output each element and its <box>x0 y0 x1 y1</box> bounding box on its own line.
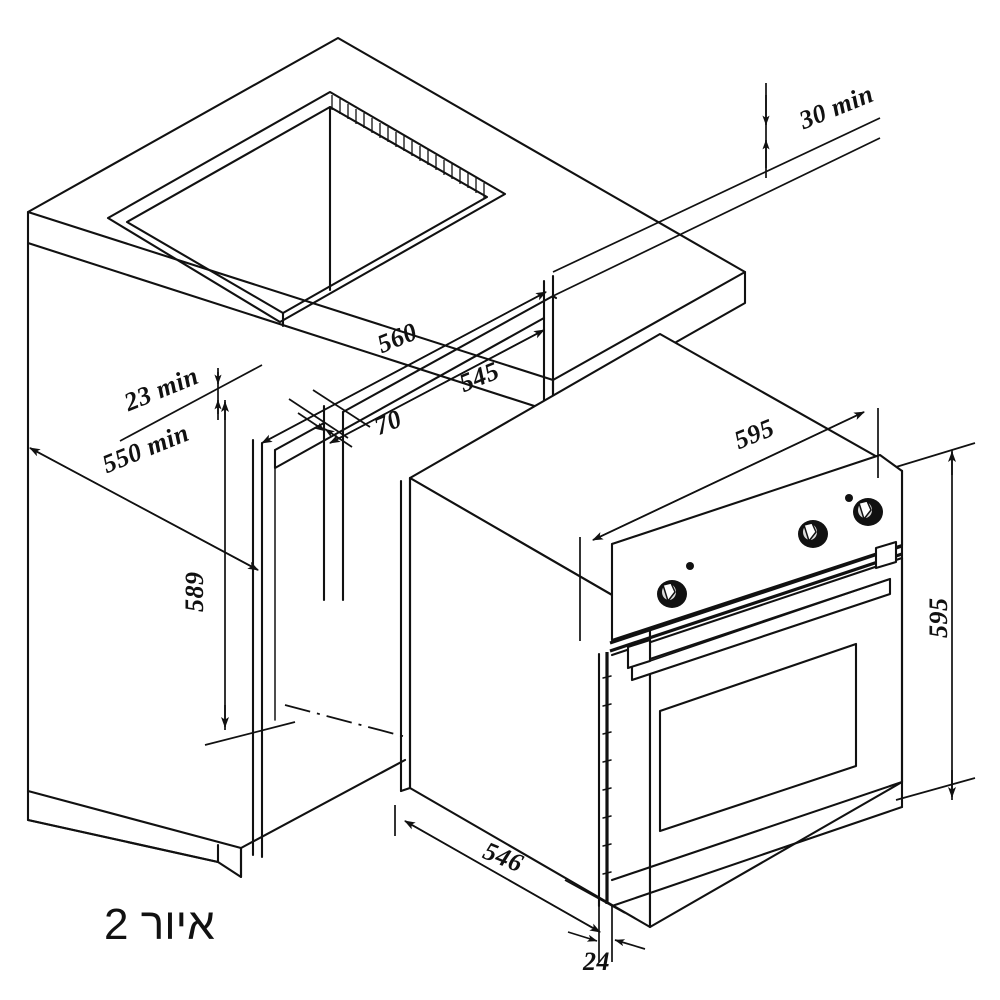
dimext-70-a <box>288 398 349 439</box>
dimline-23min <box>119 364 263 442</box>
cabinet-niche-shelf-front <box>273 428 345 470</box>
dimline-70 <box>324 428 353 448</box>
cabinet-ventilation-hatching <box>331 95 485 198</box>
dimext-595-height-top <box>895 442 976 468</box>
figure-caption: איור 2 <box>104 900 215 949</box>
dimension-lines <box>29 83 976 962</box>
indicator-light-2 <box>845 494 853 502</box>
cabinet-left-bottom-right <box>216 846 243 879</box>
dimline-550min-b <box>29 447 259 571</box>
dimline-30min-b <box>552 137 881 297</box>
oven-control-knobs <box>657 498 883 608</box>
cabinet-top-opening-outer <box>106 90 507 324</box>
knob-3[interactable] <box>853 498 883 526</box>
cabinet-bottom-front-edge <box>239 758 407 850</box>
oven-door-glass-window <box>658 642 858 833</box>
cabinet-left-bottom-edge <box>26 818 220 864</box>
dimarrow-24-r <box>614 939 646 950</box>
dimext-589-bot <box>204 721 296 746</box>
dimext-70-b <box>312 389 371 428</box>
dimline-546-b <box>404 820 601 933</box>
dimline-30min-a <box>552 117 881 273</box>
oven-control-panel-dark-strip <box>609 544 903 645</box>
oven-door-handle <box>626 540 898 682</box>
dim-label-24: 24 <box>583 947 610 976</box>
cabinet-left-bottom-inner <box>26 789 243 850</box>
oven-left-bottom-connector <box>399 786 412 793</box>
knob-1[interactable] <box>657 580 687 608</box>
dimline-70-b <box>297 412 326 432</box>
oven-door-top-edge <box>610 556 904 657</box>
cabinet-hidden-centerline <box>284 704 411 739</box>
dimline-595-width-b <box>592 411 865 541</box>
cabinet-assembly <box>26 36 747 879</box>
oven-door-bottom-edge <box>610 780 904 882</box>
oven-door-hinge-notches <box>602 675 612 875</box>
cabinet-niche-top-inner <box>341 316 546 432</box>
oven-control-panel-dark-strip-2 <box>609 552 903 653</box>
dimarrow-24-l <box>567 931 598 942</box>
cabinet-niche-shelf-left <box>273 421 326 452</box>
cabinet-top-opening-inner <box>125 105 489 315</box>
indicator-light-1 <box>686 562 694 570</box>
dim-label-589: 589 <box>180 571 209 613</box>
dimline-560-b <box>261 291 547 444</box>
cabinet-left-side-panel <box>26 241 220 864</box>
oven-door-bottom-edge-2 <box>610 805 904 908</box>
oven-assembly <box>399 332 904 929</box>
dim-label-oven-height-595: 595 <box>924 597 953 639</box>
dimext-595-height-bot <box>895 777 976 801</box>
dimext-546-right <box>564 879 626 914</box>
knob-2[interactable] <box>798 520 828 548</box>
